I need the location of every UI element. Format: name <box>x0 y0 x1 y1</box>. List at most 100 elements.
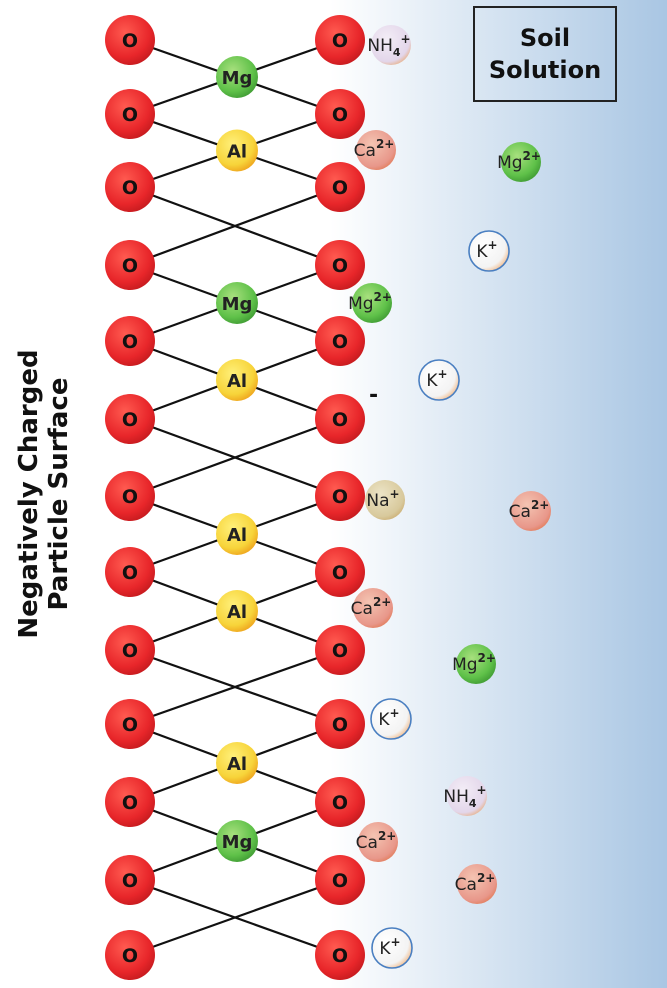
oxygen-atom: O <box>105 316 155 366</box>
oxygen-atom-circle <box>105 162 155 212</box>
ion-k: K+ <box>418 359 460 401</box>
ion-mg: Mg2+ <box>452 644 496 684</box>
soil-solution-box: Soil Solution <box>473 6 617 102</box>
ion-circle <box>352 283 392 323</box>
oxygen-atom: O <box>105 240 155 290</box>
ion-label: K+ <box>476 238 497 262</box>
oxygen-atom: O <box>315 547 365 597</box>
aluminum-atom-label: Al <box>227 142 247 163</box>
aluminum-atom: Al <box>216 742 258 784</box>
ion-label: Ca2+ <box>455 871 496 895</box>
oxygen-atom: O <box>105 855 155 905</box>
ion-circle <box>468 230 510 272</box>
oxygen-atom-circle <box>105 240 155 290</box>
oxygen-atom-circle <box>105 777 155 827</box>
oxygen-atom: O <box>315 471 365 521</box>
magnesium-atom-label: Mg <box>222 294 253 315</box>
oxygen-atom: O <box>105 777 155 827</box>
bond-line <box>129 878 341 957</box>
oxygen-atom-label: O <box>332 714 348 736</box>
oxygen-atom-label: O <box>122 255 138 277</box>
oxygen-atom: O <box>105 162 155 212</box>
bond-line <box>129 648 341 726</box>
bond-line <box>129 417 341 498</box>
ion-ca: Ca2+ <box>509 491 551 531</box>
ion-label: Ca2+ <box>356 829 397 853</box>
aluminum-atom-label: Al <box>227 371 247 392</box>
oxygen-atom-circle <box>315 625 365 675</box>
oxygen-atom: O <box>315 162 365 212</box>
oxygen-atom-circle <box>105 316 155 366</box>
oxygen-atom: O <box>315 699 365 749</box>
oxygen-atom: O <box>315 930 365 980</box>
ion-circle <box>358 822 398 862</box>
ion-label: Ca2+ <box>351 595 392 619</box>
oxygen-atom-circle <box>105 547 155 597</box>
aluminum-atom: Al <box>216 359 258 401</box>
ion-label: Ca2+ <box>354 137 395 161</box>
soil-solution-line2: Solution <box>488 56 602 84</box>
oxygen-atom-circle <box>315 394 365 444</box>
oxygen-atom: O <box>315 855 365 905</box>
ion-circle <box>371 927 413 969</box>
ion-label: K+ <box>426 367 447 391</box>
aluminum-atom-circle <box>216 359 258 401</box>
ion-k: K+ <box>371 927 413 969</box>
oxygen-atom-circle <box>105 89 155 139</box>
oxygen-atom-circle <box>105 930 155 980</box>
oxygen-atom-label: O <box>332 255 348 277</box>
oxygen-atom: O <box>105 547 155 597</box>
ion-circle <box>511 491 551 531</box>
ion-nh4: NH4+ <box>443 776 487 816</box>
oxygen-atom-label: O <box>122 104 138 126</box>
ion-layer: NH4+Ca2+Mg2+K+Mg2+K+Na+Ca2+Ca2+Mg2+K+NH4… <box>348 25 551 969</box>
oxygen-atom: O <box>315 777 365 827</box>
bond-lines <box>129 38 341 957</box>
magnesium-atom-label: Mg <box>222 68 253 89</box>
magnesium-atom-circle <box>216 56 258 98</box>
oxygen-atom-circle <box>105 471 155 521</box>
soil-solution-line1: Soil <box>519 24 571 52</box>
aluminum-atom: Al <box>216 513 258 555</box>
oxygen-atom-circle <box>105 625 155 675</box>
ion-na: Na+ <box>365 480 405 520</box>
oxygen-atom-label: O <box>332 104 348 126</box>
oxygen-atom-label: O <box>122 714 138 736</box>
oxygen-atom-label: O <box>332 331 348 353</box>
particle-surface-line1: Negatively Charged <box>14 349 44 639</box>
oxygen-atom-circle <box>315 547 365 597</box>
magnesium-atom-circle <box>216 820 258 862</box>
oxygen-atom-label: O <box>332 409 348 431</box>
aluminum-atom: Al <box>216 129 258 172</box>
oxygen-atom-label: O <box>122 331 138 353</box>
oxygen-atom-label: O <box>332 792 348 814</box>
oxygen-atom-label: O <box>332 177 348 199</box>
oxygen-atom-circle <box>315 15 365 65</box>
ion-ca: Ca2+ <box>351 588 393 628</box>
oxygen-atom-circle <box>315 930 365 980</box>
aluminum-atom-circle <box>216 513 258 555</box>
oxygen-atom-circle <box>315 240 365 290</box>
oxygen-atom-label: O <box>122 409 138 431</box>
oxygen-atom-circle <box>315 777 365 827</box>
oxygen-atom: O <box>105 699 155 749</box>
magnesium-atom: Mg <box>216 56 258 98</box>
oxygen-atom-circle <box>315 89 365 139</box>
ion-ca: Ca2+ <box>356 822 398 862</box>
oxygen-atom-label: O <box>122 640 138 662</box>
ion-circle <box>447 776 487 816</box>
ion-circle <box>371 25 411 65</box>
magnesium-atom-circle <box>216 282 258 324</box>
oxygen-atom-label: O <box>332 640 348 662</box>
ion-label: K+ <box>378 706 399 730</box>
oxygen-atom-circle <box>105 15 155 65</box>
oxygen-atom-label: O <box>122 30 138 52</box>
aluminum-atom-label: Al <box>227 754 247 775</box>
bond-line <box>129 185 341 267</box>
oxygen-atom-label: O <box>122 945 138 967</box>
oxygen-atom-circle <box>315 699 365 749</box>
oxygen-atom: O <box>105 625 155 675</box>
particle-surface-line2: Particle Surface <box>44 377 74 611</box>
ion-circle <box>501 142 541 182</box>
